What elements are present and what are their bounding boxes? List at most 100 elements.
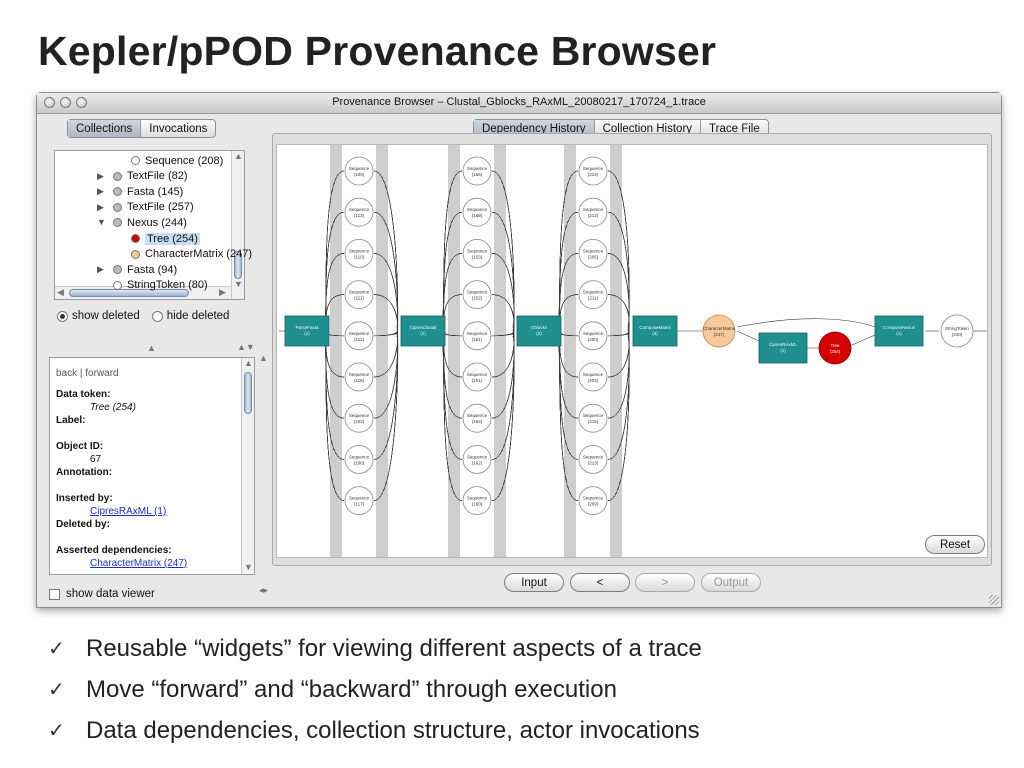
token-node-count: (240) [952, 332, 963, 337]
tab-dependency-history[interactable]: Dependency History [474, 120, 595, 137]
sequence-node [462, 197, 492, 227]
dependency-edge [373, 253, 399, 334]
sequence-node-id: (110) [354, 254, 365, 259]
sequence-node-id: (164) [472, 419, 483, 424]
reset-button[interactable]: Reset [925, 535, 985, 554]
dependency-edge [373, 326, 399, 460]
sequence-node [344, 403, 374, 433]
dependency-edge [373, 211, 399, 330]
tree-item[interactable]: ▶ TextFile (257) [97, 200, 194, 215]
sequence-node [578, 321, 608, 351]
resize-grip-icon[interactable] [989, 595, 999, 605]
tab-collections[interactable]: Collections [68, 120, 142, 137]
sequence-node-label: Sequence [583, 166, 604, 171]
sequence-node-id: (117) [354, 502, 365, 507]
info-scroll-down-icon[interactable]: ▼ [244, 562, 253, 572]
checkmark-icon: ✓ [48, 679, 65, 701]
tree-item-label: TextFile (257) [127, 201, 194, 214]
disclosure-closed-icon[interactable]: ▶ [97, 186, 104, 197]
scroll-down-icon[interactable]: ▼ [234, 279, 243, 289]
dependency-edge [373, 328, 399, 419]
dependency-edge [373, 211, 399, 332]
splitter-up-icon[interactable]: ▲ [147, 343, 156, 353]
asserted-dependency-link[interactable]: CharacterMatrix (247) [90, 558, 188, 569]
scroll-up-icon[interactable]: ▲ [234, 151, 243, 161]
disclosure-closed-icon[interactable]: ▶ [97, 170, 104, 181]
close-window-icon[interactable] [44, 97, 55, 108]
back-button[interactable]: < [570, 573, 630, 592]
dependency-edge [373, 294, 399, 332]
sequence-node [462, 239, 492, 268]
token-node [940, 314, 974, 348]
actor-node [632, 315, 678, 347]
tree-horizontal-scrollbar[interactable]: ◀ ▶ [55, 286, 231, 299]
tab-invocations[interactable]: Invocations [149, 122, 208, 135]
sequence-node [462, 321, 492, 351]
info-scroll-up-icon[interactable]: ▲ [244, 358, 253, 368]
dependency-edge [736, 318, 876, 328]
bottom-splitter-icon[interactable]: ◂▸ [259, 585, 269, 595]
disclosure-open-icon[interactable]: ▼ [97, 217, 106, 228]
actor-node-count: (8) [652, 331, 658, 336]
input-button[interactable]: Input [504, 573, 564, 592]
disclosure-closed-icon[interactable]: ▶ [97, 264, 104, 275]
dependency-graph[interactable]: Sequence(105)Sequence(113)Sequence(110)S… [276, 144, 988, 558]
minimize-window-icon[interactable] [60, 97, 71, 108]
token-dot-icon [113, 265, 122, 275]
show-data-viewer-toggle: show data viewer [49, 588, 155, 600]
actor-node-label: ComposeNexus [883, 325, 916, 330]
hide-deleted-radio[interactable] [151, 310, 163, 322]
tree-vertical-scrollbar[interactable]: ▲ ▼ [231, 151, 244, 299]
tree-item[interactable]: CharacterMatrix (247) [131, 247, 252, 262]
sequence-node [578, 197, 608, 227]
history-nav[interactable]: back | forward [56, 368, 119, 379]
pane-splitter-icon[interactable]: ▲ [259, 353, 268, 363]
actor-node [516, 315, 562, 347]
tree-item[interactable]: ▶TextFile (82) [97, 169, 188, 184]
token-dot-icon [131, 156, 140, 165]
token-node-label: StringToken [945, 326, 969, 331]
sequence-node-label: Sequence [349, 207, 370, 212]
show-data-viewer-checkbox[interactable] [49, 588, 60, 600]
sequence-node-id: (153) [472, 254, 483, 259]
dependency-edge [373, 328, 399, 337]
sequence-node-id: (105) [354, 172, 365, 177]
disclosure-closed-icon[interactable]: ▶ [97, 201, 104, 212]
tree-item[interactable]: Tree (254) [131, 231, 200, 246]
info-vertical-scrollbar[interactable]: ▲ ▼ [241, 358, 254, 574]
token-node-count: (254) [830, 349, 841, 354]
actor-node-label: ComposeMatrix [639, 325, 671, 330]
token-dot-icon [131, 249, 140, 259]
dependency-edge [373, 332, 399, 460]
sequence-node [462, 444, 492, 474]
tab-trace-file[interactable]: Trace File [709, 122, 760, 135]
actor-node-count: (1) [896, 331, 902, 336]
output-button[interactable]: Output [701, 573, 761, 592]
tree-item[interactable]: ▼Nexus (244) [97, 215, 187, 230]
inserted-by-link[interactable]: CipresRAxML (1) [90, 506, 167, 517]
zoom-window-icon[interactable] [76, 97, 87, 108]
info-scroll-thumb[interactable] [244, 372, 252, 414]
dependency-graph-canvas[interactable]: Sequence(105)Sequence(113)Sequence(110)S… [277, 145, 987, 557]
tab-collection-history[interactable]: Collection History [595, 120, 702, 137]
sequence-node-label: Sequence [467, 248, 488, 253]
show-deleted-radio[interactable] [57, 310, 68, 322]
tree-item[interactable]: ▶Fasta (145) [97, 184, 183, 199]
dependency-edge [373, 336, 399, 419]
collection-tree: ▲ ▼ ◀ ▶ Sequence (208)▶TextFile (82)▶Fas… [54, 150, 252, 300]
actor-node [758, 332, 808, 364]
tree-scroll-thumb[interactable] [234, 251, 242, 279]
scroll-right-icon[interactable]: ▶ [219, 287, 226, 297]
forward-button[interactable]: > [635, 573, 695, 592]
tree-item-label: Tree (254) [145, 232, 200, 245]
tree-item[interactable]: StringToken (80) [113, 278, 208, 293]
scroll-left-icon[interactable]: ◀ [57, 287, 64, 297]
tree-item[interactable]: ▶Fasta (94) [97, 262, 177, 277]
sequence-node [578, 239, 608, 268]
sequence-node-id: (200) [588, 337, 599, 342]
dependency-edge [736, 330, 760, 342]
actor-node-label: CipresClustal [410, 325, 437, 330]
tree-hscroll-thumb[interactable] [69, 289, 189, 297]
tree-item[interactable]: Sequence (208) [131, 153, 223, 168]
splitter-arrows-icon[interactable]: ▲▼ [237, 342, 255, 352]
